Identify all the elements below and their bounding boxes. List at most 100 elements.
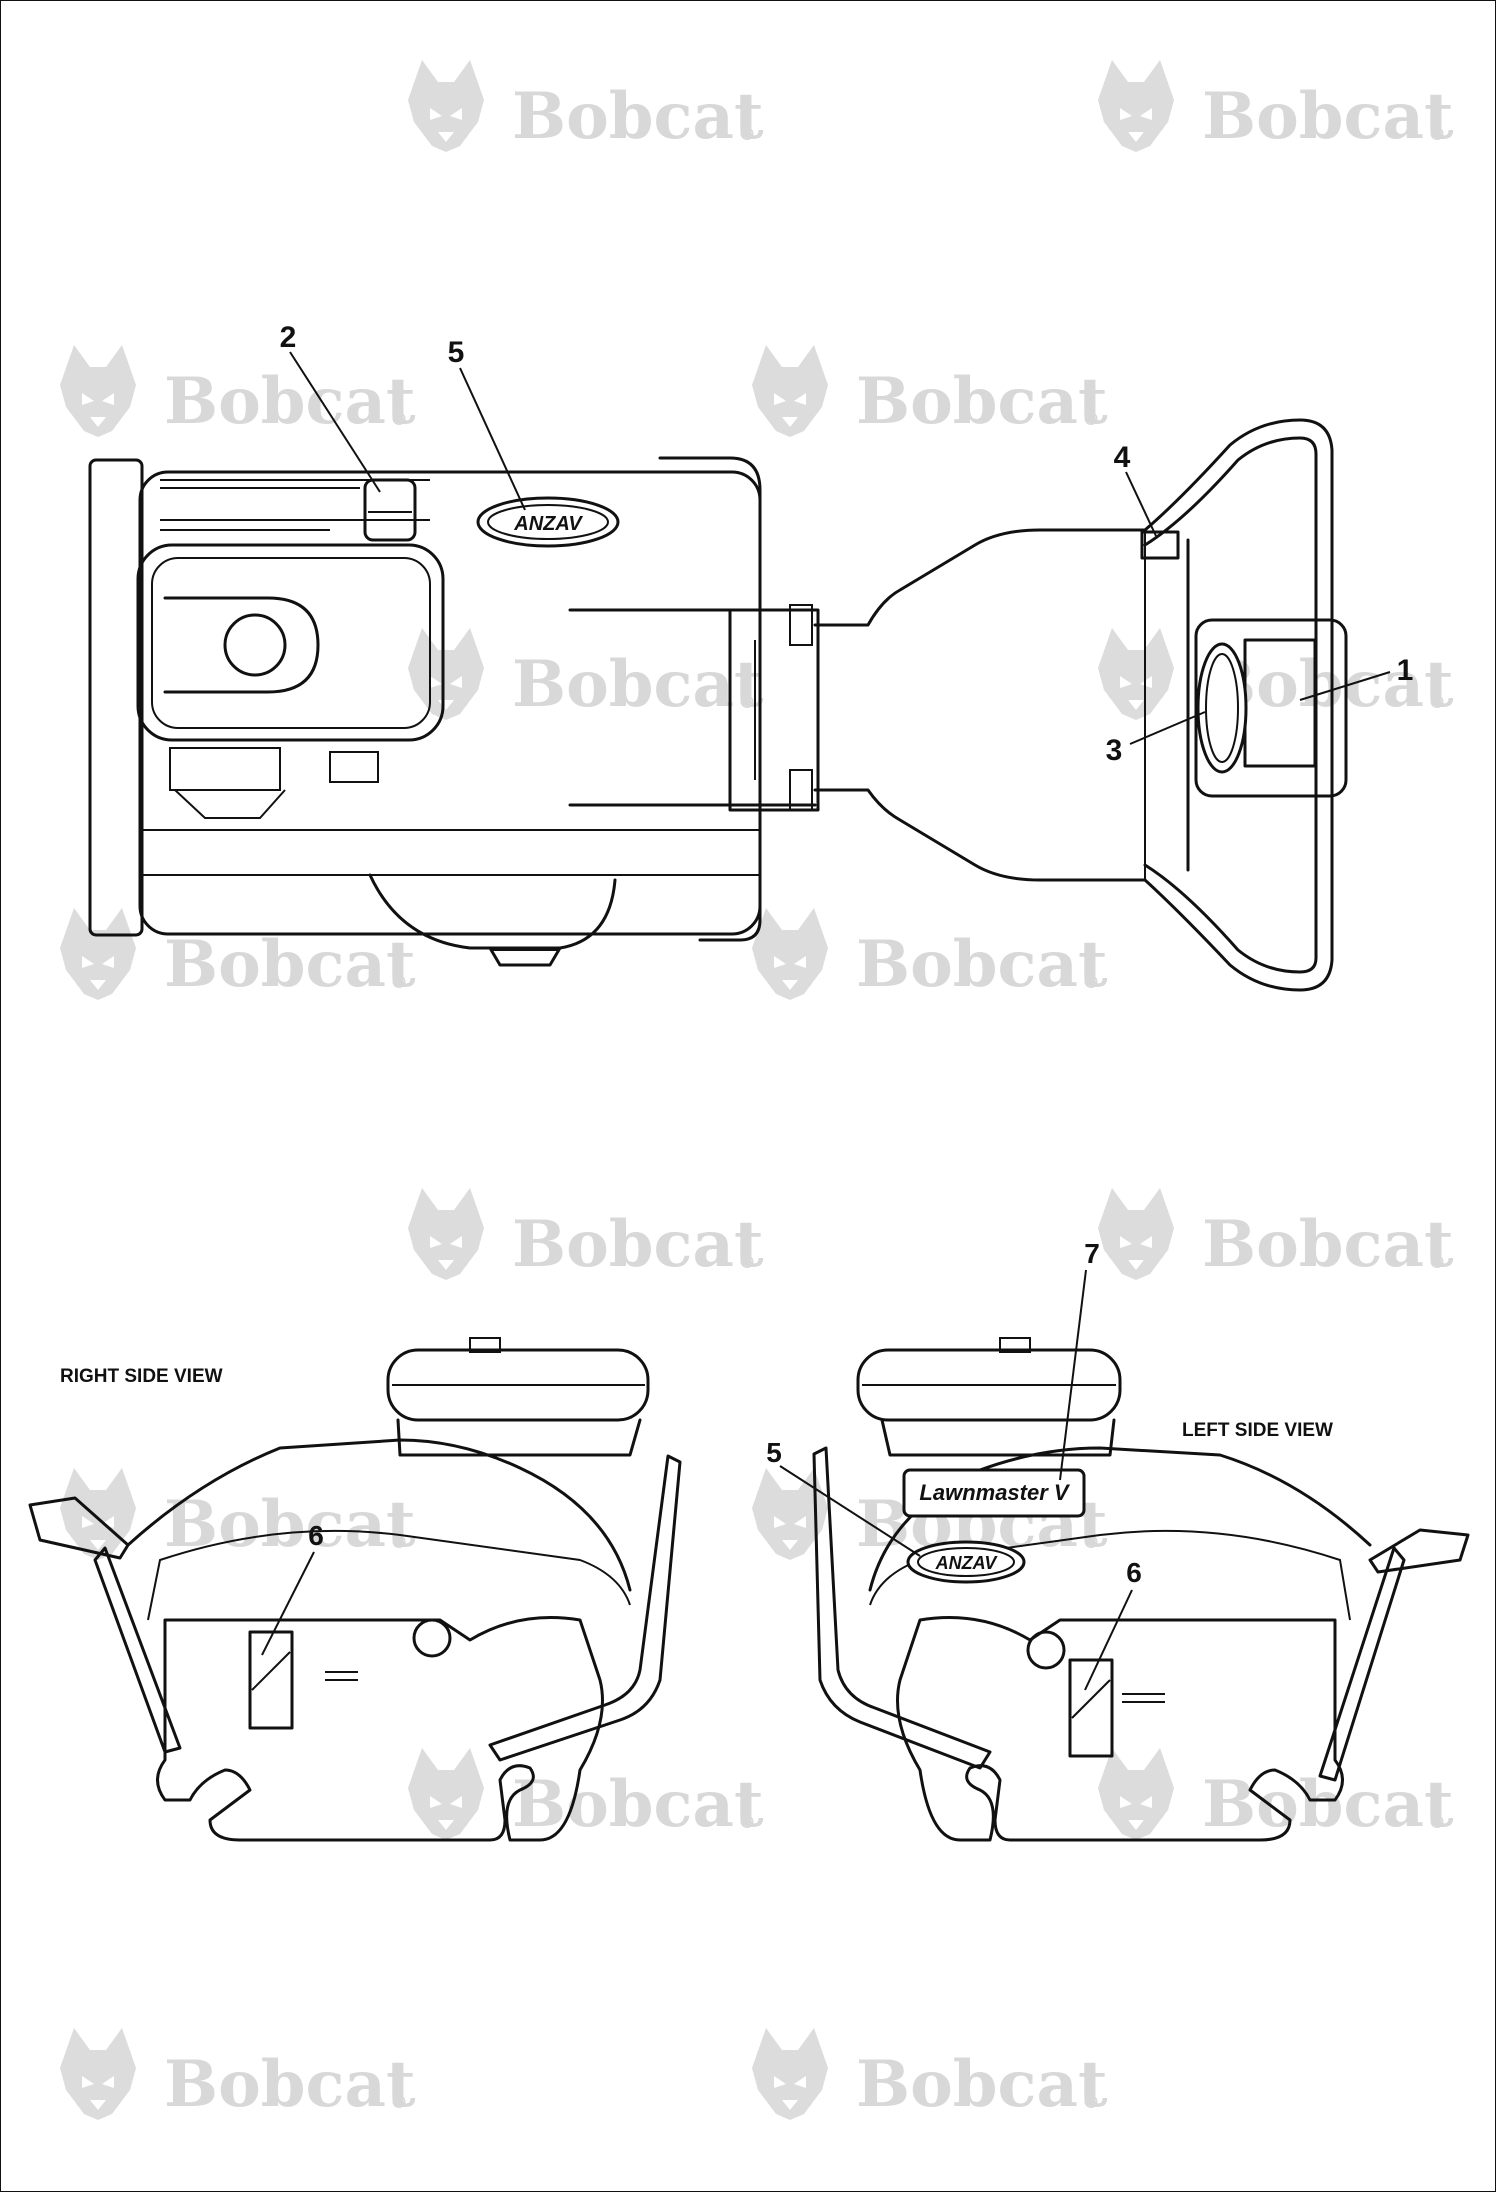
rear-roller-left <box>1026 1630 1066 1670</box>
watermark: Bobcat ® <box>408 628 764 722</box>
engine-top-right <box>386 1348 650 1422</box>
deck-side-rail <box>658 456 762 942</box>
callout-6-left: 6 <box>1126 1557 1142 1588</box>
callout-4: 4 <box>1114 441 1131 474</box>
leader-5-top <box>459 367 526 511</box>
leader-4 <box>1125 471 1157 537</box>
hitch-right <box>28 1496 130 1560</box>
callout-5-top: 5 <box>448 336 465 369</box>
throttle-decal <box>1140 530 1180 560</box>
bobcat-logo-icon <box>408 1748 484 1840</box>
callout-1: 1 <box>1397 654 1414 687</box>
brand-badge-text: ANZAV <box>513 513 583 535</box>
watermark: Bobcat ® <box>408 1188 764 1282</box>
watermark-text: Bobcat <box>856 927 1108 1002</box>
watermark-mark: ® <box>1428 692 1446 713</box>
callout-2: 2 <box>280 321 297 354</box>
handle-frame <box>813 418 1334 992</box>
bobcat-logo-icon <box>752 2028 828 2120</box>
deck-plate-right <box>156 1616 604 1842</box>
hitch-left <box>1368 1528 1470 1574</box>
watermark-text: Bobcat <box>512 79 764 154</box>
watermark-mark: ® <box>1082 972 1100 993</box>
watermark-mark: ® <box>390 972 408 993</box>
watermark-mark: ® <box>1082 2092 1100 2113</box>
front-arm-left <box>1318 1546 1406 1782</box>
model-decal <box>902 1468 1086 1518</box>
callout-5-left: 5 <box>766 1437 782 1468</box>
watermark-text: Bobcat <box>1202 79 1454 154</box>
leader-5-left <box>779 1465 921 1557</box>
bobcat-logo-icon <box>408 628 484 720</box>
watermark: Bobcat ® <box>408 60 764 154</box>
bobcat-logo-icon <box>1098 1188 1174 1280</box>
watermark: Bobcat ® <box>60 908 416 1002</box>
bobcat-logo-icon <box>408 60 484 152</box>
bobcat-logo-icon <box>1098 1748 1174 1840</box>
watermark-text: Bobcat <box>1202 1207 1454 1282</box>
handle-bar-right <box>488 1454 682 1762</box>
leader-2 <box>289 351 381 493</box>
engine-cover <box>136 543 445 742</box>
callout-7: 7 <box>1084 1238 1100 1269</box>
leader-6-left <box>1084 1589 1133 1691</box>
front-arm-right <box>93 1546 182 1754</box>
watermark-mark: ® <box>390 1532 408 1553</box>
decal-6-right <box>248 1630 294 1730</box>
watermark-text: Bobcat <box>856 364 1108 439</box>
air-filter-housing <box>151 557 431 729</box>
watermark: Bobcat ® <box>60 1468 416 1562</box>
shell-left <box>868 1446 1372 1592</box>
leader-3 <box>1129 711 1206 745</box>
watermark: Bobcat ® <box>1098 1748 1454 1842</box>
brand-badge-left-text: ANZAV <box>935 1553 999 1573</box>
watermark-mark: ® <box>390 2092 408 2113</box>
watermark-text: Bobcat <box>512 1767 764 1842</box>
watermark-mark: ® <box>1428 1252 1446 1273</box>
watermark-text: Bobcat <box>856 2047 1108 2122</box>
bobcat-logo-icon <box>1098 628 1174 720</box>
right-side-view-label: RIGHT SIDE VIEW <box>60 1366 223 1387</box>
watermark-mark: ® <box>738 692 756 713</box>
bobcat-logo-icon <box>60 345 136 437</box>
watermark: Bobcat ® <box>1098 60 1454 154</box>
watermark: Bobcat ® <box>752 2028 1108 2122</box>
watermark-layer: Bobcat ® Bobcat ® Bobcat ® Bobcat ® Bobc… <box>60 60 1454 2122</box>
watermark-mark: ® <box>1082 409 1100 430</box>
watermark-text: Bobcat <box>164 2047 416 2122</box>
bobcat-logo-icon <box>1098 60 1174 152</box>
watermark: Bobcat ® <box>1098 1188 1454 1282</box>
watermark-mark: ® <box>738 124 756 145</box>
air-filter-body <box>163 596 320 694</box>
top-view: ANZAV 2 5 4 1 3 <box>88 321 1414 992</box>
watermark-text: Bobcat <box>164 364 416 439</box>
leader-7 <box>1059 1269 1087 1481</box>
watermark-mark: ® <box>738 1812 756 1833</box>
rear-roller-right <box>412 1618 452 1658</box>
carburetor <box>169 747 281 791</box>
left-side-view-label: LEFT SIDE VIEW <box>1182 1420 1333 1441</box>
bobcat-logo-icon <box>752 345 828 437</box>
callout-6-right: 6 <box>308 1520 324 1551</box>
control-box <box>1194 618 1348 798</box>
watermark-text: Bobcat <box>512 1207 764 1282</box>
fuel-cap-decal <box>363 478 417 542</box>
bobcat-logo-icon <box>60 908 136 1000</box>
leader-6-right <box>261 1551 315 1656</box>
shell-right <box>126 1438 632 1592</box>
watermark: Bobcat ® <box>60 345 416 439</box>
watermark-mark: ® <box>390 409 408 430</box>
model-decal-text: Lawnmaster V <box>919 1480 1070 1505</box>
watermark-mark: ® <box>738 1252 756 1273</box>
bobcat-logo-icon <box>60 2028 136 2120</box>
air-filter-cap <box>223 613 287 677</box>
watermark: Bobcat ® <box>752 908 1108 1002</box>
watermark: Bobcat ® <box>408 1748 764 1842</box>
bobcat-logo-icon <box>752 908 828 1000</box>
watermark-text: Bobcat <box>164 927 416 1002</box>
engine-top-left <box>856 1348 1122 1422</box>
bobcat-logo-icon <box>408 1188 484 1280</box>
decal-6-left <box>1068 1658 1114 1758</box>
